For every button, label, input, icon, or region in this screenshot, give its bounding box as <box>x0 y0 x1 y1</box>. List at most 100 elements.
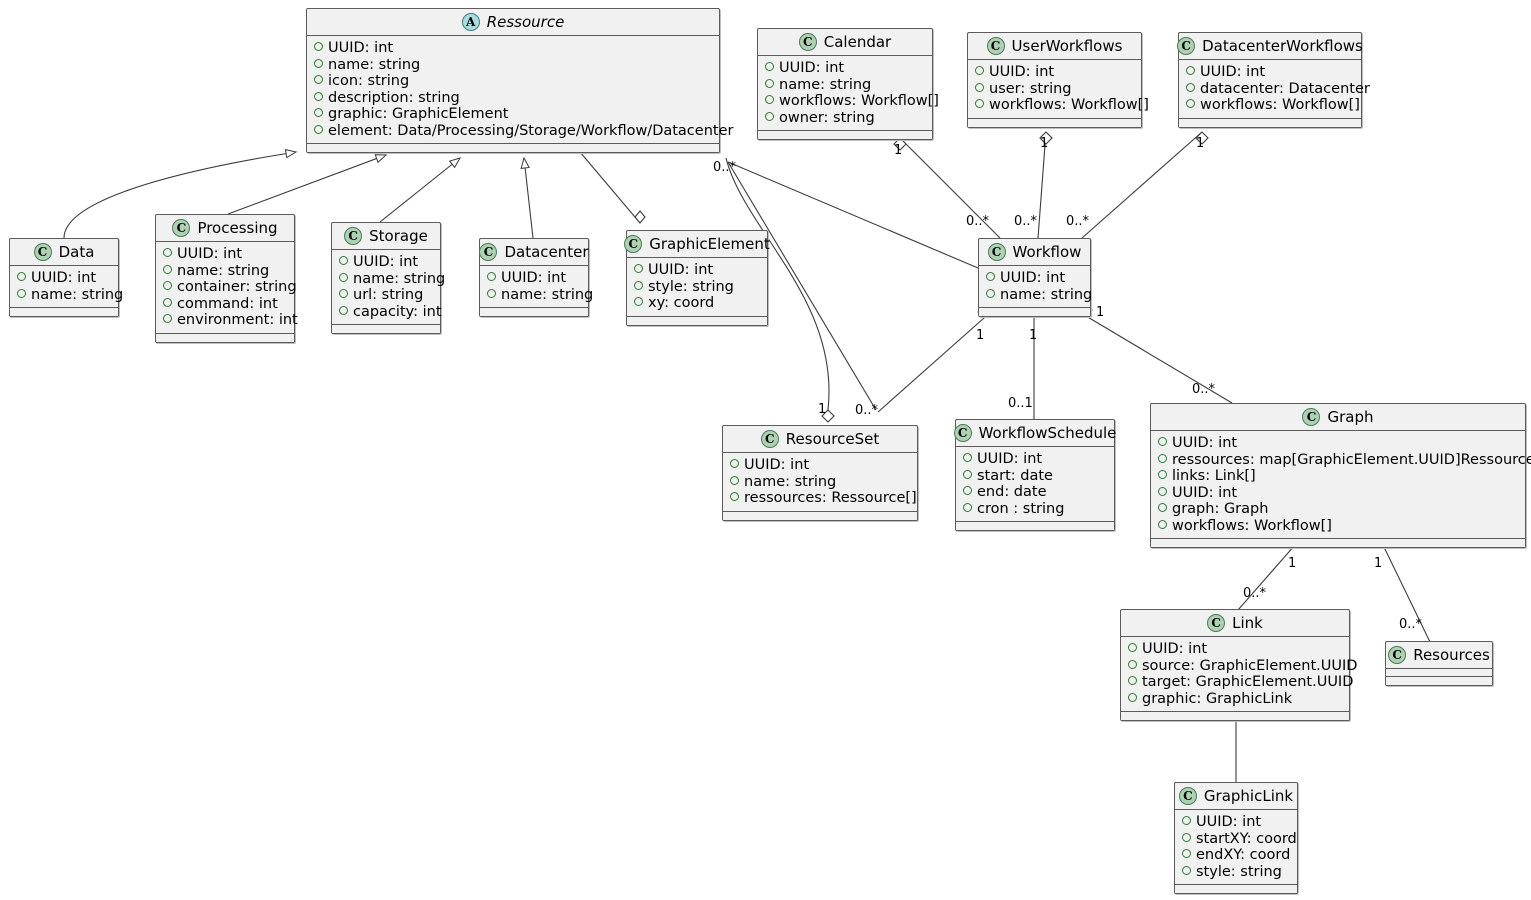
class-methods-datacenter <box>480 308 588 316</box>
class-methods-storage <box>332 325 440 333</box>
attribute-label: style: string <box>1196 863 1282 880</box>
class-name-resources: Resources <box>1413 646 1490 664</box>
multiplicity-label: 0..* <box>855 403 879 418</box>
visibility-public-icon <box>163 281 172 290</box>
visibility-public-icon <box>1158 437 1167 446</box>
multiplicity-label: 1 <box>818 402 827 417</box>
attribute-row: links: Link[] <box>1158 468 1519 485</box>
visibility-public-icon <box>1128 659 1137 669</box>
attribute-row: UUID: int <box>730 457 911 474</box>
attribute-row: UUID: int <box>1186 64 1355 81</box>
class-methods-graphiclink <box>1175 885 1297 893</box>
attribute-label: cron : string <box>977 500 1065 517</box>
attribute-row: graphic: GraphicElement <box>314 106 713 123</box>
attribute-row: ressources: map[GraphicElement.UUID]Ress… <box>1158 452 1531 469</box>
visibility-public-icon <box>314 75 323 84</box>
visibility-public-icon <box>314 58 323 68</box>
attribute-label: end: date <box>977 484 1047 500</box>
attribute-label: name: string <box>31 286 124 303</box>
attribute-label: environment: int <box>177 312 298 328</box>
attribute-row: container: string <box>163 279 297 296</box>
attribute-row: endXY: coord <box>1182 847 1291 864</box>
visibility-public-icon <box>1186 66 1195 75</box>
visibility-public-icon <box>975 99 984 108</box>
class-methods-datacenterworkflows <box>1179 118 1361 127</box>
attribute-row: target: GraphicElement.UUID <box>1128 674 1353 691</box>
attribute-label: startXY: coord <box>1196 830 1297 847</box>
attribute-label: name: string <box>779 76 872 93</box>
attribute-label: style: string <box>648 278 734 295</box>
attribute-row: name: string <box>487 287 593 304</box>
class-name-resourceset: ResourceSet <box>785 430 880 448</box>
class-methods-link <box>1121 712 1349 720</box>
attribute-row: name: string <box>17 287 123 304</box>
attribute-label: UUID: int <box>353 254 419 270</box>
class-icon: C <box>1207 614 1226 632</box>
attribute-row: start: date <box>963 468 1108 485</box>
visibility-public-icon <box>765 95 774 104</box>
attribute-row: name: string <box>314 57 713 74</box>
attribute-row: owner: string <box>765 110 926 127</box>
attribute-label: workflows: Workflow[] <box>1200 97 1360 113</box>
class-methods-workflowschedule <box>956 522 1114 530</box>
attribute-row: UUID: int <box>963 451 1108 468</box>
attribute-label: user: string <box>989 80 1072 97</box>
attribute-label: UUID: int <box>1200 64 1266 80</box>
attribute-label: name: string <box>328 56 421 73</box>
attribute-label: UUID: int <box>1172 435 1238 451</box>
attribute-label: element: Data/Processing/Storage/Workflo… <box>328 122 734 139</box>
class-name-processing: Processing <box>197 219 278 237</box>
attribute-row: graph: Graph <box>1158 501 1519 518</box>
class-icon: C <box>986 37 1005 55</box>
class-name-workflowschedule: WorkflowSchedule <box>978 424 1117 442</box>
visibility-public-icon <box>17 288 26 298</box>
attribute-label: UUID: int <box>744 457 810 473</box>
multiplicity-label: 0..* <box>1014 214 1038 229</box>
attribute-label: UUID: int <box>31 270 97 286</box>
class-methods-resources <box>1386 677 1492 685</box>
multiplicity-label: 0..* <box>1192 382 1216 397</box>
attribute-row: UUID: int <box>1158 485 1519 502</box>
visibility-public-icon <box>1128 692 1137 702</box>
visibility-public-icon <box>314 108 323 117</box>
class-methods-graph <box>1151 539 1525 547</box>
attribute-row: environment: int <box>163 312 298 329</box>
visibility-public-icon <box>1182 832 1191 842</box>
class-icon: C <box>624 235 643 253</box>
visibility-public-icon <box>986 288 995 298</box>
attribute-row: icon: string <box>314 73 713 90</box>
visibility-public-icon <box>963 453 972 462</box>
class-methods-workflow <box>979 308 1090 316</box>
attribute-row: UUID: int <box>163 246 288 263</box>
class-name-workflow: Workflow <box>1012 243 1082 261</box>
attribute-label: UUID: int <box>1196 814 1262 830</box>
multiplicity-label: 1 <box>1374 556 1383 571</box>
attribute-row: element: Data/Processing/Storage/Workflo… <box>314 123 733 140</box>
